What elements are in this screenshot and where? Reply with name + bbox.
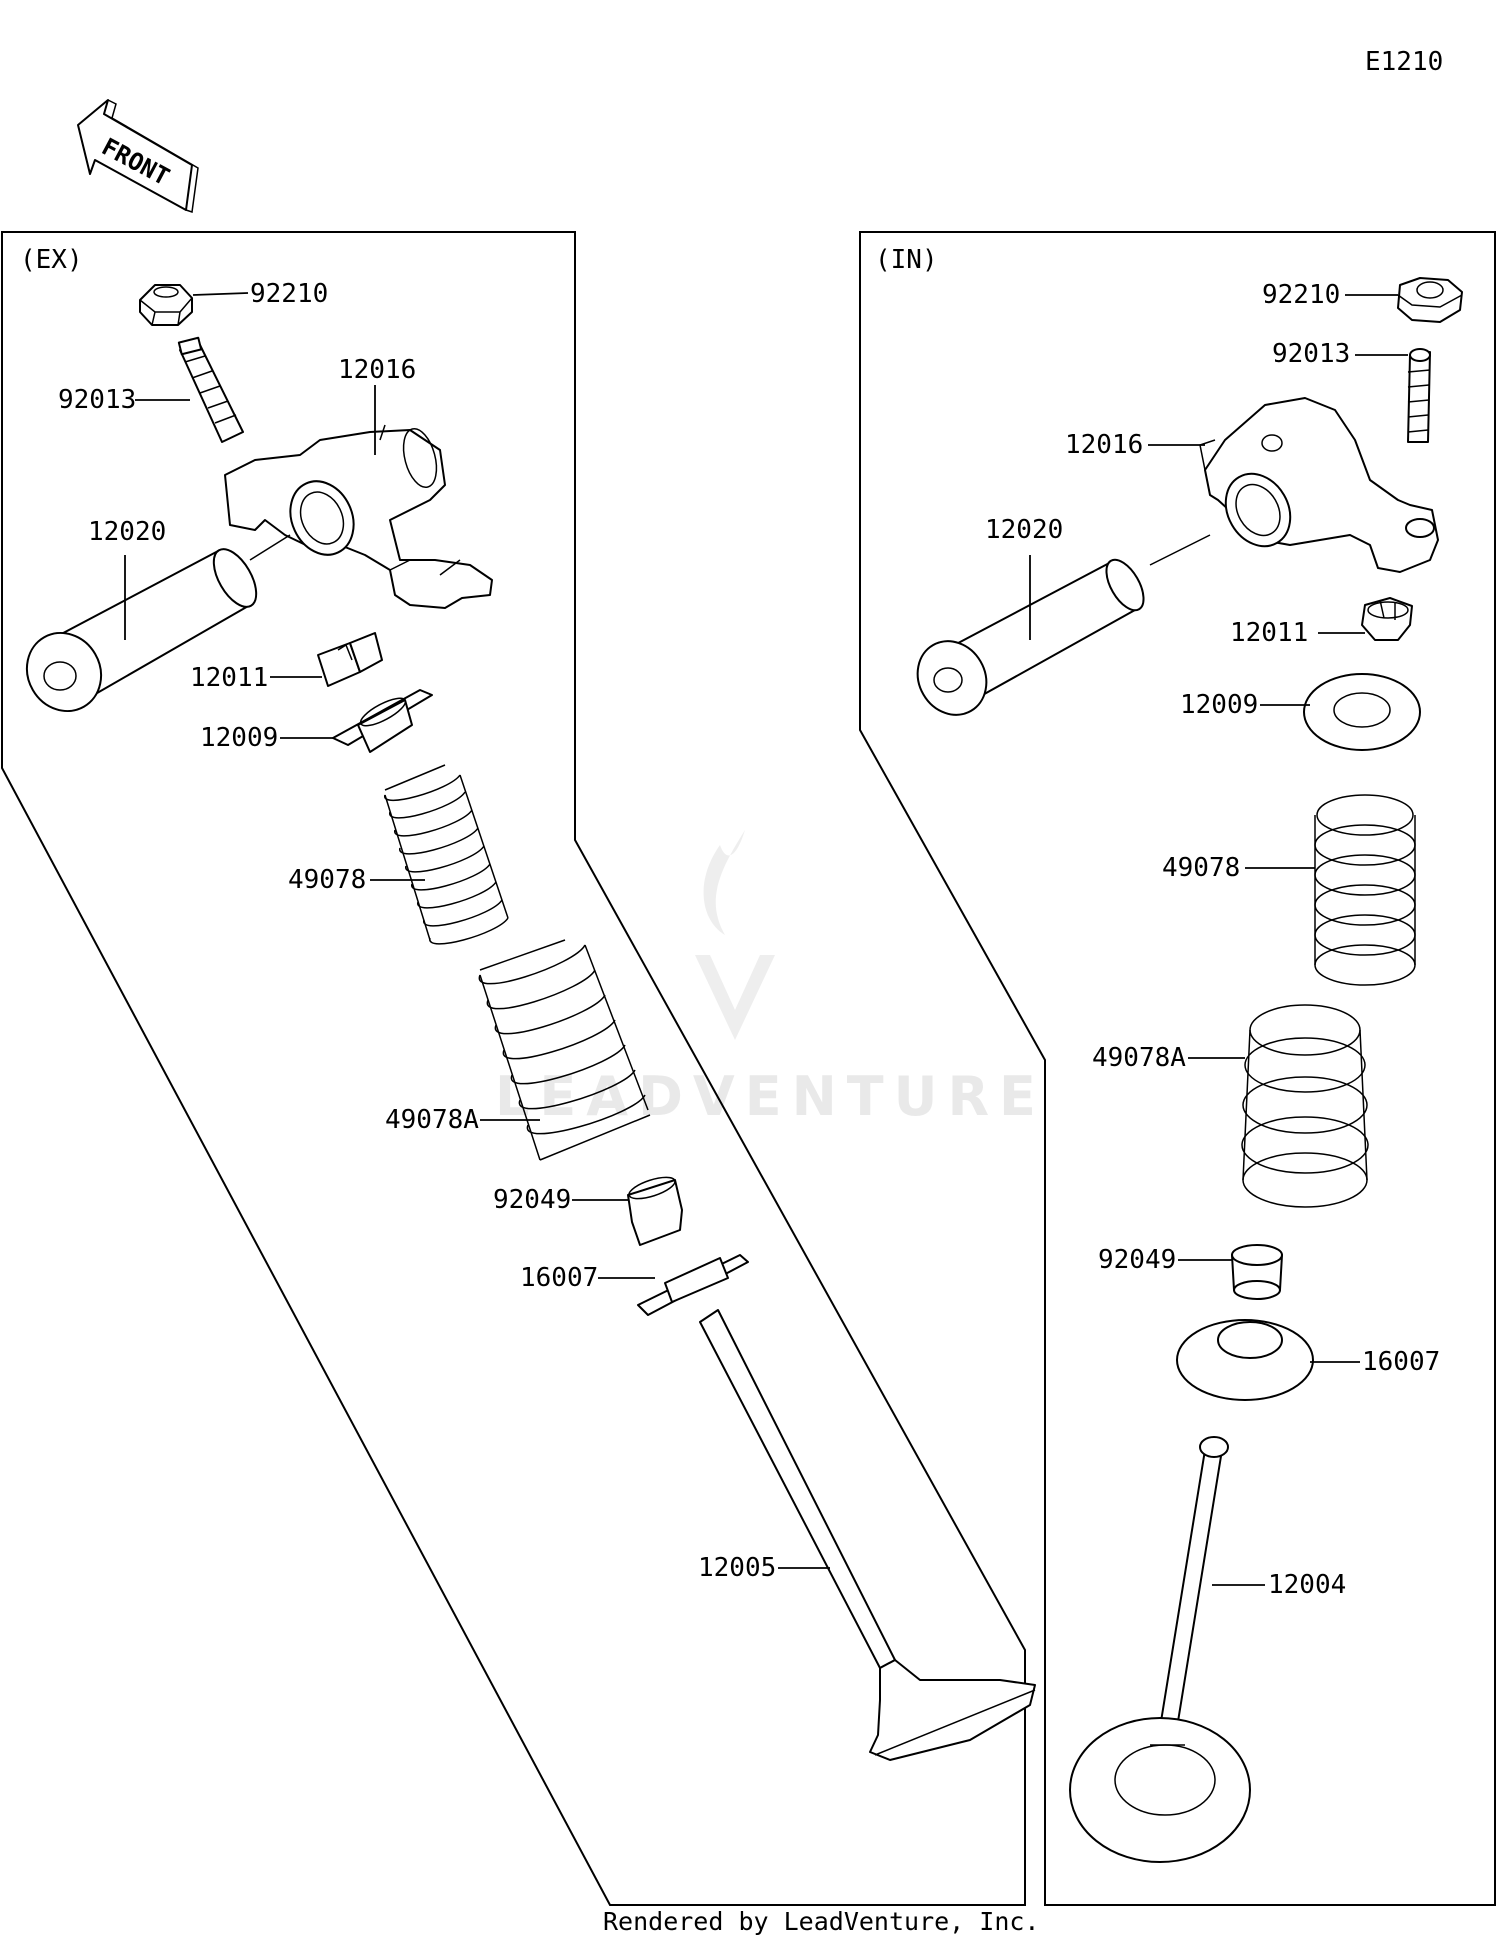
ex-spring-seat (637, 1254, 749, 1316)
in-retainer (1303, 673, 1421, 751)
in-valve (1069, 1436, 1251, 1863)
ex-outer-spring (478, 939, 651, 1161)
ex-callout-16007: 16007 (520, 1263, 598, 1293)
footer-credit: Rendered by LeadVenture, Inc. (603, 1907, 1040, 1936)
in-rocker-arm (1199, 397, 1439, 573)
in-adjusting-screw (1407, 348, 1431, 443)
in-callouts: 92210 92013 12016 12020 12011 12009 4907… (985, 280, 1440, 1600)
in-outer-spring (1241, 1004, 1369, 1208)
ex-callout-12005: 12005 (698, 1553, 776, 1583)
ex-rocker-arm (224, 424, 493, 609)
ex-callout-92013: 92013 (58, 385, 136, 415)
ex-rocker-shaft (25, 534, 291, 713)
ex-retainer (332, 689, 433, 753)
in-spring-seat (1176, 1319, 1314, 1401)
in-nut (1397, 277, 1463, 323)
ex-callout-92049: 92049 (493, 1185, 571, 1215)
exhaust-title: (EX) (20, 245, 83, 275)
in-callout-92013: 92013 (1272, 339, 1350, 369)
in-callout-92210: 92210 (1262, 280, 1340, 310)
in-callout-16007: 16007 (1362, 1347, 1440, 1377)
ex-callout-92210: 92210 (250, 279, 328, 309)
watermark-text: LEADVENTURE (495, 1065, 1046, 1128)
in-callout-12004: 12004 (1268, 1570, 1346, 1600)
watermark-logo: LEADVENTURE (495, 830, 1046, 1128)
ex-callout-49078: 49078 (288, 865, 366, 895)
exhaust-panel (0, 231, 1026, 1906)
in-callout-12011: 12011 (1230, 618, 1308, 648)
diagram-code: E1210 (1365, 47, 1443, 77)
ex-inner-spring (384, 764, 509, 945)
in-callout-49078: 49078 (1162, 853, 1240, 883)
in-callout-12009: 12009 (1180, 690, 1258, 720)
ex-callout-12016: 12016 (338, 355, 416, 385)
ex-callout-49078A: 49078A (385, 1105, 479, 1135)
in-collet (1361, 597, 1413, 641)
front-arrow-icon: FRONT (77, 99, 199, 213)
in-inner-spring (1314, 794, 1416, 986)
ex-stem-seal (627, 1176, 683, 1246)
ex-callouts: 92210 92013 12016 12020 12011 12009 4907… (58, 279, 776, 1583)
ex-callout-12020: 12020 (88, 517, 166, 547)
intake-title: (IN) (875, 245, 938, 275)
in-callout-12016: 12016 (1065, 430, 1143, 460)
in-callout-12020: 12020 (985, 515, 1063, 545)
intake-panel (859, 231, 1496, 1906)
ex-collet (317, 632, 383, 687)
ex-callout-12009: 12009 (200, 723, 278, 753)
ex-callout-12011: 12011 (190, 663, 268, 693)
in-stem-seal (1231, 1244, 1283, 1300)
ex-leader-lines (124, 292, 830, 1569)
in-leader-lines (1029, 294, 1408, 1586)
ex-valve (699, 1309, 1036, 1761)
ex-adjusting-screw (177, 336, 244, 443)
in-callout-92049: 92049 (1098, 1245, 1176, 1275)
in-callout-49078A: 49078A (1092, 1043, 1186, 1073)
ex-nut (139, 284, 193, 326)
in-rocker-shaft (916, 534, 1211, 716)
